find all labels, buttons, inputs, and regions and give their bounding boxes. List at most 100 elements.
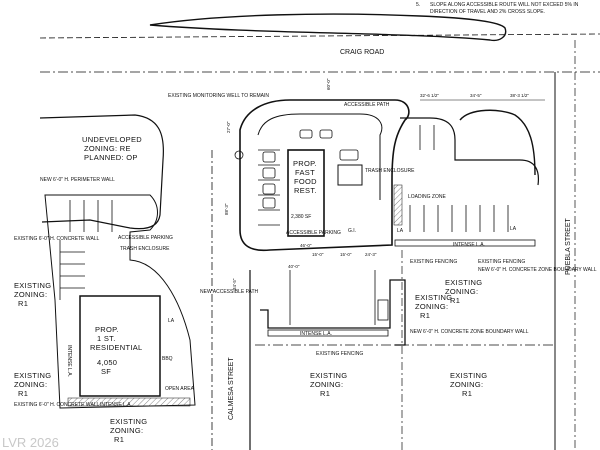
restaurant-label: PROP. FAST FOOD REST. 2,380 SF: [291, 159, 317, 220]
restaurant-car-icons: [262, 129, 359, 209]
road-median: [149, 13, 507, 42]
svg-text:2,380 SF: 2,380 SF: [291, 214, 311, 220]
label-existing-fencing-1: EXISTING FENCING: [410, 259, 457, 265]
svg-text:EXISTING: EXISTING: [14, 371, 51, 380]
zoning-existing-w2: EXISTING ZONING: R1: [14, 371, 51, 398]
svg-text:UNDEVELOPED: UNDEVELOPED: [82, 135, 142, 144]
svg-text:FOOD: FOOD: [294, 177, 317, 186]
dim-12: 40'-0": [288, 264, 300, 269]
label-trash-enclosure-west: TRASH ENCLOSURE: [120, 246, 170, 252]
south-lot-outline: [260, 279, 406, 346]
label-open-area: OPEN AREA: [165, 386, 195, 392]
zoning-existing-e1: EXISTING ZONING: R1: [415, 293, 452, 320]
intense-la-strip-south: [267, 329, 389, 337]
street-craig-road: CRAIG ROAD: [340, 49, 384, 56]
label-accessible-parking: ACCESSIBLE PARKING: [286, 230, 341, 236]
drive-thru-curb: [257, 113, 383, 200]
svg-text:1 ST.: 1 ST.: [97, 334, 116, 343]
svg-text:ZONING:: ZONING:: [310, 380, 343, 389]
label-perimeter-wall: NEW 6'-0" H. PERIMETER WALL: [40, 177, 115, 183]
dim-11: 34'-5": [232, 278, 237, 290]
label-trash-enclosure: TRASH ENCLOSURE: [365, 168, 415, 174]
svg-text:EXISTING: EXISTING: [450, 371, 487, 380]
label-accessible-path: ACCESSIBLE PATH: [344, 102, 390, 108]
svg-text:R1: R1: [18, 299, 28, 308]
label-existing-wall-west: EXISTING 6'-0" H. CONCRETE WALL: [14, 236, 100, 242]
svg-text:R1: R1: [462, 389, 472, 398]
zoning-existing-e2: EXISTING ZONING: R1: [445, 278, 482, 305]
svg-text:ZONING:: ZONING:: [14, 290, 47, 299]
dim-1: 32'-6 1/2": [420, 93, 439, 98]
svg-text:EXISTING: EXISTING: [14, 281, 51, 290]
svg-text:ZONING: RE: ZONING: RE: [84, 144, 131, 153]
svg-text:ZONING:: ZONING:: [445, 287, 478, 296]
residential-lot-outline: [44, 194, 196, 409]
road-curb-line: [39, 33, 600, 39]
dim-3: 38'-3 1/2": [510, 93, 529, 98]
undeveloped-zoning-label: UNDEVELOPED ZONING: RE PLANNED: OP: [82, 135, 142, 162]
south-parking-stalls: [289, 270, 389, 325]
label-concrete-boundary-1: NEW 6'-0" H. CONCRETE ZONE BOUNDARY WALL: [478, 267, 597, 273]
label-la-2: LA: [510, 226, 517, 232]
label-intense-la-east: INTENSE L.A.: [453, 242, 485, 248]
note-line-2: DIRECTION OF TRAVEL AND 2% CROSS SLOPE.: [430, 9, 545, 15]
restaurant-parking-west: [258, 149, 280, 226]
svg-text:REST.: REST.: [294, 186, 317, 195]
svg-text:EXISTING: EXISTING: [415, 293, 452, 302]
label-la-3: LA: [397, 228, 404, 234]
note-line-1: SLOPE ALONG ACCESSIBLE ROUTE WILL NOT EX…: [430, 2, 579, 8]
label-accessible-parking-west: ACCESSIBLE PARKING: [118, 235, 173, 241]
commercial-site-outline: [239, 99, 410, 252]
svg-text:4,050: 4,050: [97, 358, 117, 367]
dim-10: 15'-0": [312, 252, 324, 257]
label-loading-zone: LOADING ZONE: [408, 194, 446, 200]
label-intense-la-south: INTENSE L.A.: [300, 331, 332, 337]
svg-text:ZONING:: ZONING:: [110, 426, 143, 435]
svg-text:ZONING:: ZONING:: [415, 302, 448, 311]
label-intense-la-sw: INTENSE L.A.: [100, 402, 132, 408]
svg-text:PROP.: PROP.: [95, 325, 119, 334]
dim-5: 27'-0": [226, 121, 231, 133]
label-concrete-boundary-2: NEW 6'-0" H. CONCRETE ZONE BOUNDARY WALL: [410, 329, 529, 335]
zoning-existing-s1: EXISTING ZONING: R1: [310, 371, 347, 398]
label-monitoring-well: EXISTING MONITORING WELL TO REMAIN: [168, 93, 269, 99]
east-corner-island: [459, 109, 536, 176]
monitoring-well-marker: [234, 150, 244, 160]
watermark: LVR 2026: [2, 435, 59, 450]
svg-text:R1: R1: [114, 435, 124, 444]
residential-building: [79, 295, 161, 397]
svg-text:R1: R1: [320, 389, 330, 398]
dimension-strings: 32'-6 1/2" 34'-5" 38'-3 1/2" 60'-0" 27'-…: [224, 78, 545, 290]
intense-la-strip-east: [394, 239, 536, 247]
undeveloped-lot-outline: [39, 114, 164, 230]
label-new-accessible-path: NEW ACCESSIBLE PATH: [200, 289, 259, 295]
svg-text:EXISTING 6'-0" H. CONCRETE WAL: EXISTING 6'-0" H. CONCRETE WALL: [14, 402, 100, 408]
zoning-existing-w1: EXISTING ZONING: R1: [14, 281, 51, 308]
street-puebla: PUEBLA STREET: [565, 217, 572, 275]
label-existing-fencing-2: EXISTING FENCING: [478, 259, 525, 265]
label-existing-wall-sw: EXISTING 6'-0" H. CONCRETE WALL: [14, 402, 100, 408]
dim-9: 15'-0": [340, 252, 352, 257]
svg-text:EXISTING: EXISTING: [110, 417, 147, 426]
zoning-existing-s2: EXISTING ZONING: R1: [450, 371, 487, 398]
restaurant-building: [287, 149, 325, 237]
dim-8: 24'-3": [365, 252, 377, 257]
svg-text:EXISTING 6'-0" H. CONCRETE WAL: EXISTING 6'-0" H. CONCRETE WALL: [14, 236, 100, 242]
zoning-existing-sw: EXISTING ZONING: R1: [110, 417, 147, 444]
residential-parking: [59, 200, 113, 300]
dim-7: 46'-0": [300, 243, 312, 248]
svg-text:EXISTING: EXISTING: [310, 371, 347, 380]
label-existing-fencing-3: EXISTING FENCING: [316, 351, 363, 357]
svg-text:R1: R1: [18, 389, 28, 398]
dim-4: 60'-0": [326, 78, 331, 90]
svg-text:RESIDENTIAL: RESIDENTIAL: [90, 343, 142, 352]
residential-building-label: PROP. 1 ST. RESIDENTIAL 4,050 SF: [90, 325, 142, 376]
general-note: 5. SLOPE ALONG ACCESSIBLE ROUTE WILL NOT…: [416, 2, 579, 15]
label-bbq: BBQ: [162, 356, 173, 362]
svg-text:FAST: FAST: [295, 168, 315, 177]
svg-text:SF: SF: [101, 367, 111, 376]
svg-text:PLANNED: OP: PLANNED: OP: [84, 153, 138, 162]
svg-text:EXISTING: EXISTING: [445, 278, 482, 287]
label-la-1: LA: [168, 318, 175, 324]
